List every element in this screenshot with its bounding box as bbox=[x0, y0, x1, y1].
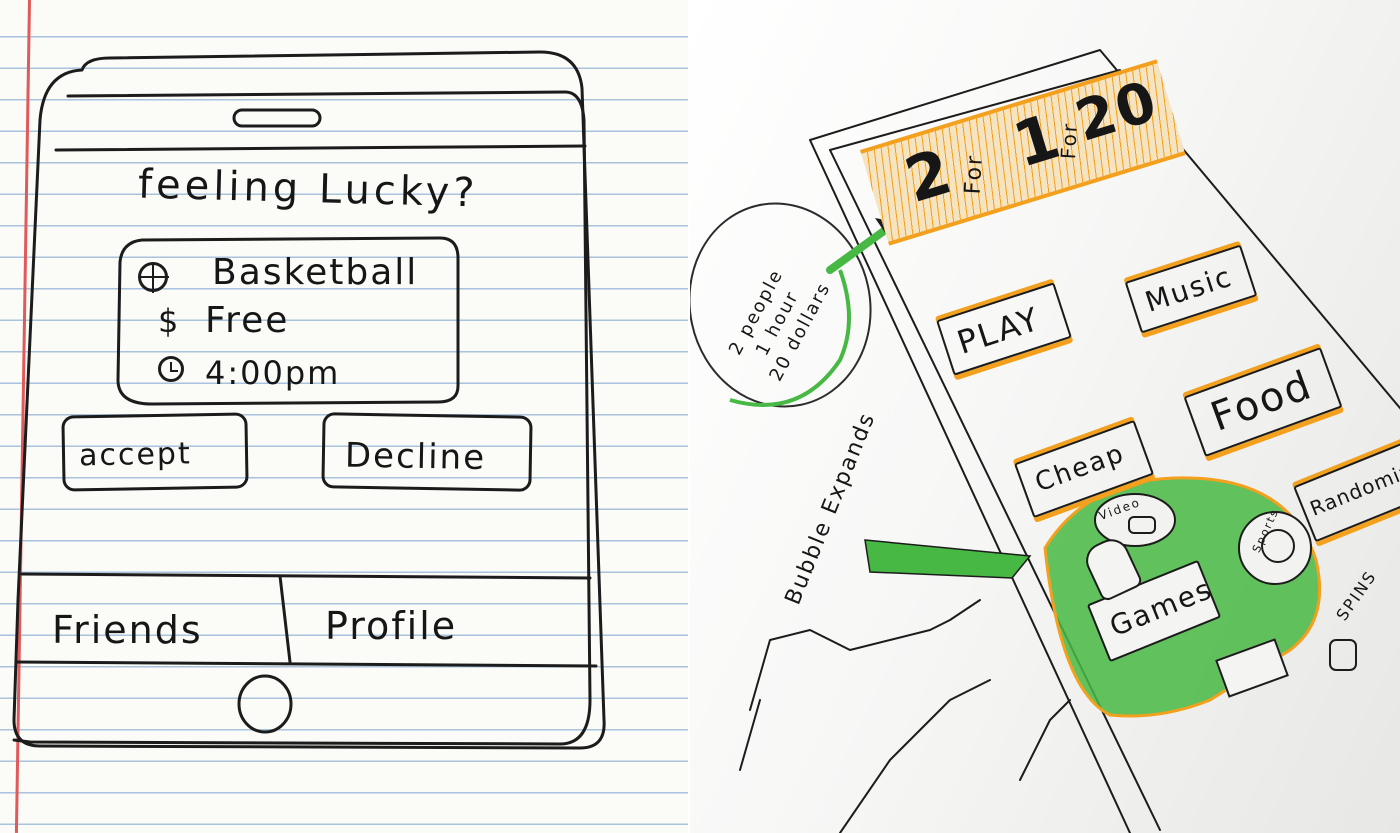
panel-divider bbox=[688, 0, 690, 833]
home-button-icon-small[interactable] bbox=[1330, 640, 1356, 670]
home-button-icon[interactable] bbox=[239, 676, 291, 732]
basketball-icon bbox=[138, 262, 169, 293]
clock-icon bbox=[158, 356, 184, 382]
basketball-icon-small bbox=[1264, 532, 1292, 560]
game-controller-icon bbox=[1128, 516, 1156, 534]
decline-button[interactable]: Decline bbox=[321, 412, 533, 492]
event-activity: Basketball bbox=[212, 252, 419, 293]
banner-number-2: 2 bbox=[896, 133, 962, 217]
phone-outline bbox=[12, 50, 606, 750]
banner-for-1: For bbox=[960, 153, 988, 195]
event-price: Free bbox=[205, 300, 290, 341]
tab-friends[interactable]: Friends bbox=[52, 608, 203, 652]
event-time: 4:00pm bbox=[205, 354, 341, 392]
tab-profile[interactable]: Profile bbox=[325, 604, 458, 648]
question-heading: feeling Lucky? bbox=[137, 161, 480, 217]
notebook-sketch-panel: feeling Lucky? Basketball $ Free 4:00pm … bbox=[0, 0, 688, 833]
dollar-icon: $ bbox=[158, 302, 181, 340]
decline-label: Decline bbox=[344, 435, 487, 479]
accept-label: accept bbox=[78, 436, 192, 474]
whiteboard-sketch-panel: 2 For 1 For 20 2 people 1 hour 20 dollar… bbox=[690, 0, 1400, 833]
banner-number-20: 20 bbox=[1068, 68, 1166, 155]
accept-button[interactable]: accept bbox=[61, 412, 249, 492]
